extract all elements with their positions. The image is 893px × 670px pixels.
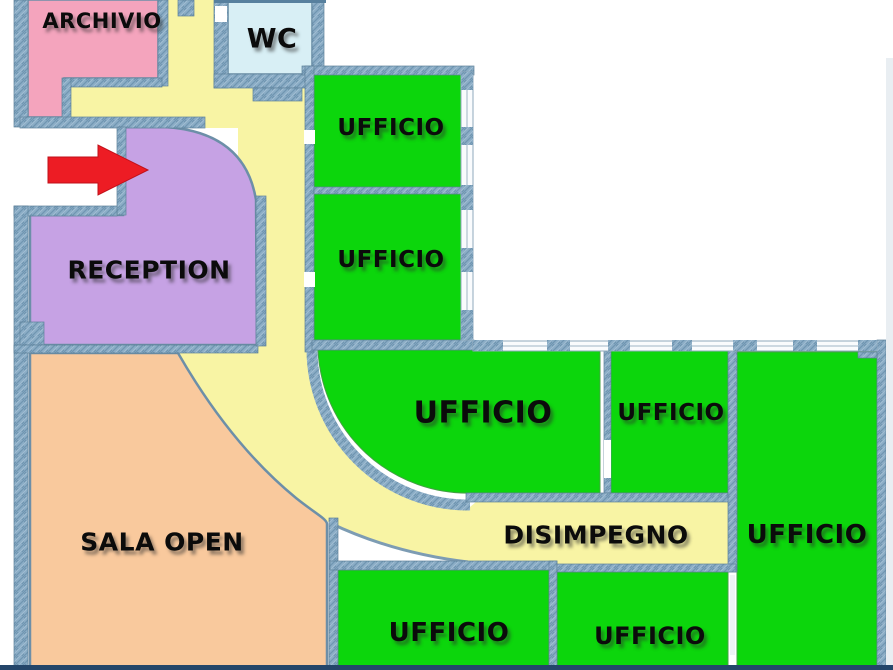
wall-reception-pillar xyxy=(19,321,45,346)
room-label-archivio: ARCHIVIO xyxy=(42,9,162,33)
window-pier xyxy=(473,340,503,351)
room-sala-open xyxy=(28,351,329,670)
wall-notch-top xyxy=(19,116,206,129)
wall-sala-top xyxy=(13,344,259,354)
wall-stub-top xyxy=(177,0,195,17)
wall-bottom-divider xyxy=(548,560,558,670)
door-corridor-office1 xyxy=(304,130,315,144)
room-label-sala-open: SALA OPEN xyxy=(80,527,244,557)
wall-wc-right xyxy=(311,0,325,75)
window-pier xyxy=(547,340,570,351)
walls xyxy=(13,0,887,670)
room-ufficio-top-2 xyxy=(313,193,463,341)
wall-disimpegno-bottom xyxy=(556,563,737,573)
wall-office2-bottom xyxy=(311,339,475,351)
room-ufficio-right xyxy=(736,351,878,670)
room-label-ufficio-center: UFFICIO xyxy=(413,395,553,431)
wall-disimpegno-top xyxy=(465,492,737,503)
wall-office-divider-top xyxy=(313,186,463,195)
wall-wc-bottom xyxy=(213,73,313,89)
window-pier xyxy=(461,248,473,272)
window-pier xyxy=(793,340,817,351)
wall-offices-top xyxy=(301,65,475,76)
wall-disimpegno-right xyxy=(727,349,738,573)
room-label-reception: RECEPTION xyxy=(67,255,231,285)
room-label-ufficio-top-1: UFFICIO xyxy=(337,115,445,141)
edge-bottom xyxy=(0,665,893,670)
window-pier xyxy=(608,340,630,351)
room-label-ufficio-bottom-mid: UFFICIO xyxy=(594,622,706,650)
room-label-ufficio-bottom-left: UFFICIO xyxy=(388,618,510,648)
wall-sala-right xyxy=(328,517,339,670)
window-pier xyxy=(733,340,757,351)
room-label-ufficio-top-2: UFFICIO xyxy=(337,247,445,273)
window-pier xyxy=(461,310,473,340)
wall-right-step xyxy=(857,351,878,359)
wall-archivio-step xyxy=(61,77,72,121)
curved-wall xyxy=(306,346,471,511)
room-label-wc: WC xyxy=(246,23,298,55)
wall-ufficio-b1-top xyxy=(329,560,558,571)
edge-top-wc xyxy=(214,0,326,3)
door-corridor-office2 xyxy=(304,272,315,287)
wall-notch-bottom xyxy=(13,205,118,217)
room-label-ufficio-right: UFFICIO xyxy=(746,520,868,550)
door-wc xyxy=(215,6,227,22)
wall-reception-right xyxy=(255,195,267,347)
door-openings xyxy=(215,6,735,655)
room-label-disimpegno: DISIMPEGNO xyxy=(503,520,689,550)
window-pier xyxy=(858,340,877,351)
wall-wc-step xyxy=(252,87,303,102)
wall-archivio-right xyxy=(157,0,169,87)
wall-left-main xyxy=(13,205,29,670)
window-wall-top-offices xyxy=(460,71,474,341)
door-right-office xyxy=(730,575,735,655)
wall-left-top xyxy=(13,0,29,128)
room-ufficio-bottom-left xyxy=(337,569,550,670)
exterior-wedge xyxy=(330,523,470,564)
window-pier xyxy=(461,127,473,145)
window-pier xyxy=(461,72,473,90)
room-ufficio-bottom-mid xyxy=(556,571,729,670)
wall-right-outer xyxy=(876,339,887,670)
wedge-wall-curve xyxy=(329,521,469,564)
room-label-ufficio-center-right: UFFICIO xyxy=(617,400,725,426)
door-center-offices xyxy=(604,440,611,478)
edge-right xyxy=(886,58,893,670)
wall-archivio-bottom xyxy=(63,77,163,88)
window-wall-right-wing xyxy=(472,340,878,352)
window-pier xyxy=(461,185,473,210)
wall-offices-left xyxy=(304,65,315,353)
window-pier xyxy=(672,340,692,351)
entrance-arrow-icon xyxy=(47,144,150,196)
